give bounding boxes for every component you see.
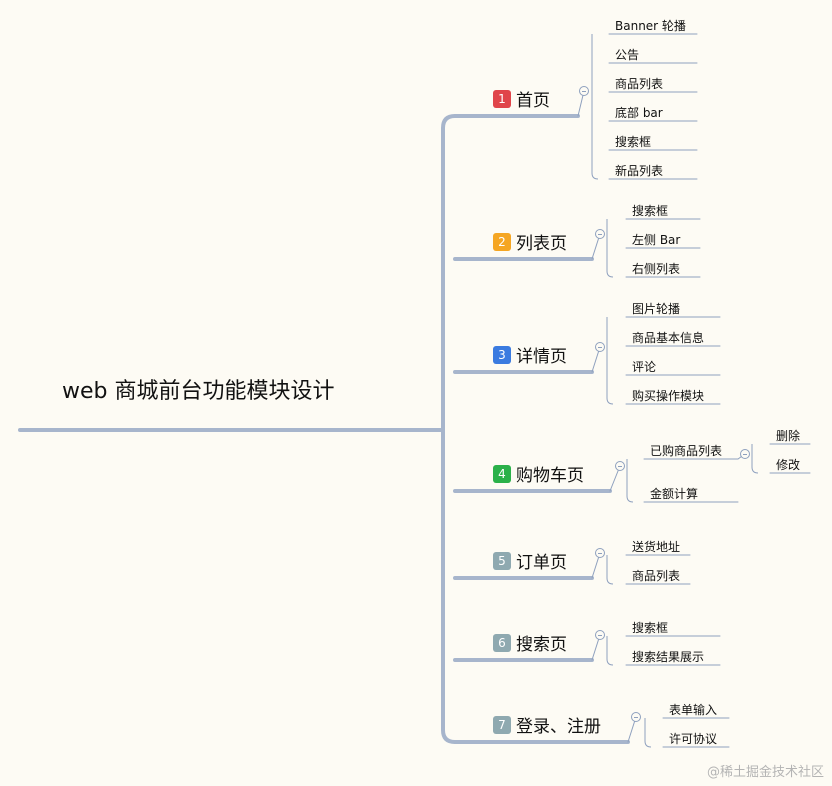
leaf-fan [606,219,614,278]
collapse-toggle-2[interactable] [595,229,605,239]
branch-title: 首页 [516,91,550,111]
branch-number-badge: 7 [493,715,511,734]
trunk-connector [441,114,456,744]
sub-leaf-node[interactable]: 删除 [776,429,801,443]
leaf-node[interactable]: 新品列表 [615,164,664,178]
leaf-node[interactable]: 已购商品列表 [650,444,723,458]
branch-title: 订单页 [516,553,567,573]
leaf-fan [606,636,614,666]
leaf-node[interactable]: 公告 [615,48,640,62]
leaf-node[interactable]: 许可协议 [669,732,718,746]
leaf-node[interactable]: 左侧 Bar [632,233,681,247]
branch-title: 详情页 [516,347,567,367]
collapse-toggle-6[interactable] [595,630,605,640]
collapse-toggle-4[interactable] [615,461,625,471]
watermark: @稀土掘金技术社区 [706,765,824,780]
leaf-node[interactable]: 搜索框 [615,135,652,149]
leaf-fan [606,555,614,585]
collapse-toggle-1[interactable] [579,86,589,96]
collapse-toggle-7[interactable] [631,712,641,722]
branch-number-badge: 3 [493,345,511,364]
leaf-fan [591,34,599,180]
branch-5[interactable]: 5 订单页 [493,548,567,573]
leaf-node[interactable]: 金额计算 [650,487,699,501]
leaf-fan [626,459,634,503]
leaf-node[interactable]: 商品基本信息 [632,331,705,345]
sub-leaf-node[interactable]: 修改 [776,458,801,472]
sub-leaf-fan [751,444,759,474]
collapse-toggle-5[interactable] [595,548,605,558]
branch-2[interactable]: 2 列表页 [493,229,567,254]
branch-4[interactable]: 4 购物车页 [493,461,584,486]
leaf-node[interactable]: 表单输入 [669,703,718,717]
branch-6[interactable]: 6 搜索页 [493,630,567,655]
branch-title: 购物车页 [516,466,584,486]
leaf-node[interactable]: Banner 轮播 [615,19,686,33]
branch-7[interactable]: 7 登录、注册 [493,712,601,737]
branch-title: 列表页 [516,234,567,254]
branch-number-badge: 6 [493,633,511,652]
leaf-node[interactable]: 评论 [632,360,657,374]
branch-3[interactable]: 3 详情页 [493,342,567,367]
leaf-node[interactable]: 底部 bar [615,106,663,120]
leaf-node[interactable]: 送货地址 [632,540,681,554]
branch-number-badge: 2 [493,232,511,251]
leaf-node[interactable]: 图片轮播 [632,302,681,316]
branch-1[interactable]: 1 首页 [493,86,550,111]
branch-title: 登录、注册 [516,717,601,737]
leaf-node[interactable]: 搜索框 [632,204,669,218]
branch-title: 搜索页 [516,635,567,655]
leaf-node[interactable]: 搜索结果展示 [632,650,705,664]
collapse-toggle-3[interactable] [595,342,605,352]
leaf-node[interactable]: 商品列表 [615,77,664,91]
leaf-node[interactable]: 购买操作模块 [632,389,705,403]
leaf-node[interactable]: 商品列表 [632,569,681,583]
leaf-node[interactable]: 右侧列表 [632,262,681,276]
collapse-toggle-sub[interactable] [740,449,750,459]
root-topic: web 商城前台功能模块设计 [62,379,335,404]
leaf-node[interactable]: 搜索框 [632,621,669,635]
branch-number-badge: 5 [493,551,511,570]
branch-number-badge: 1 [493,89,511,108]
branch-number-badge: 4 [493,464,511,483]
leaf-fan [644,718,652,748]
leaf-fan [606,317,614,405]
